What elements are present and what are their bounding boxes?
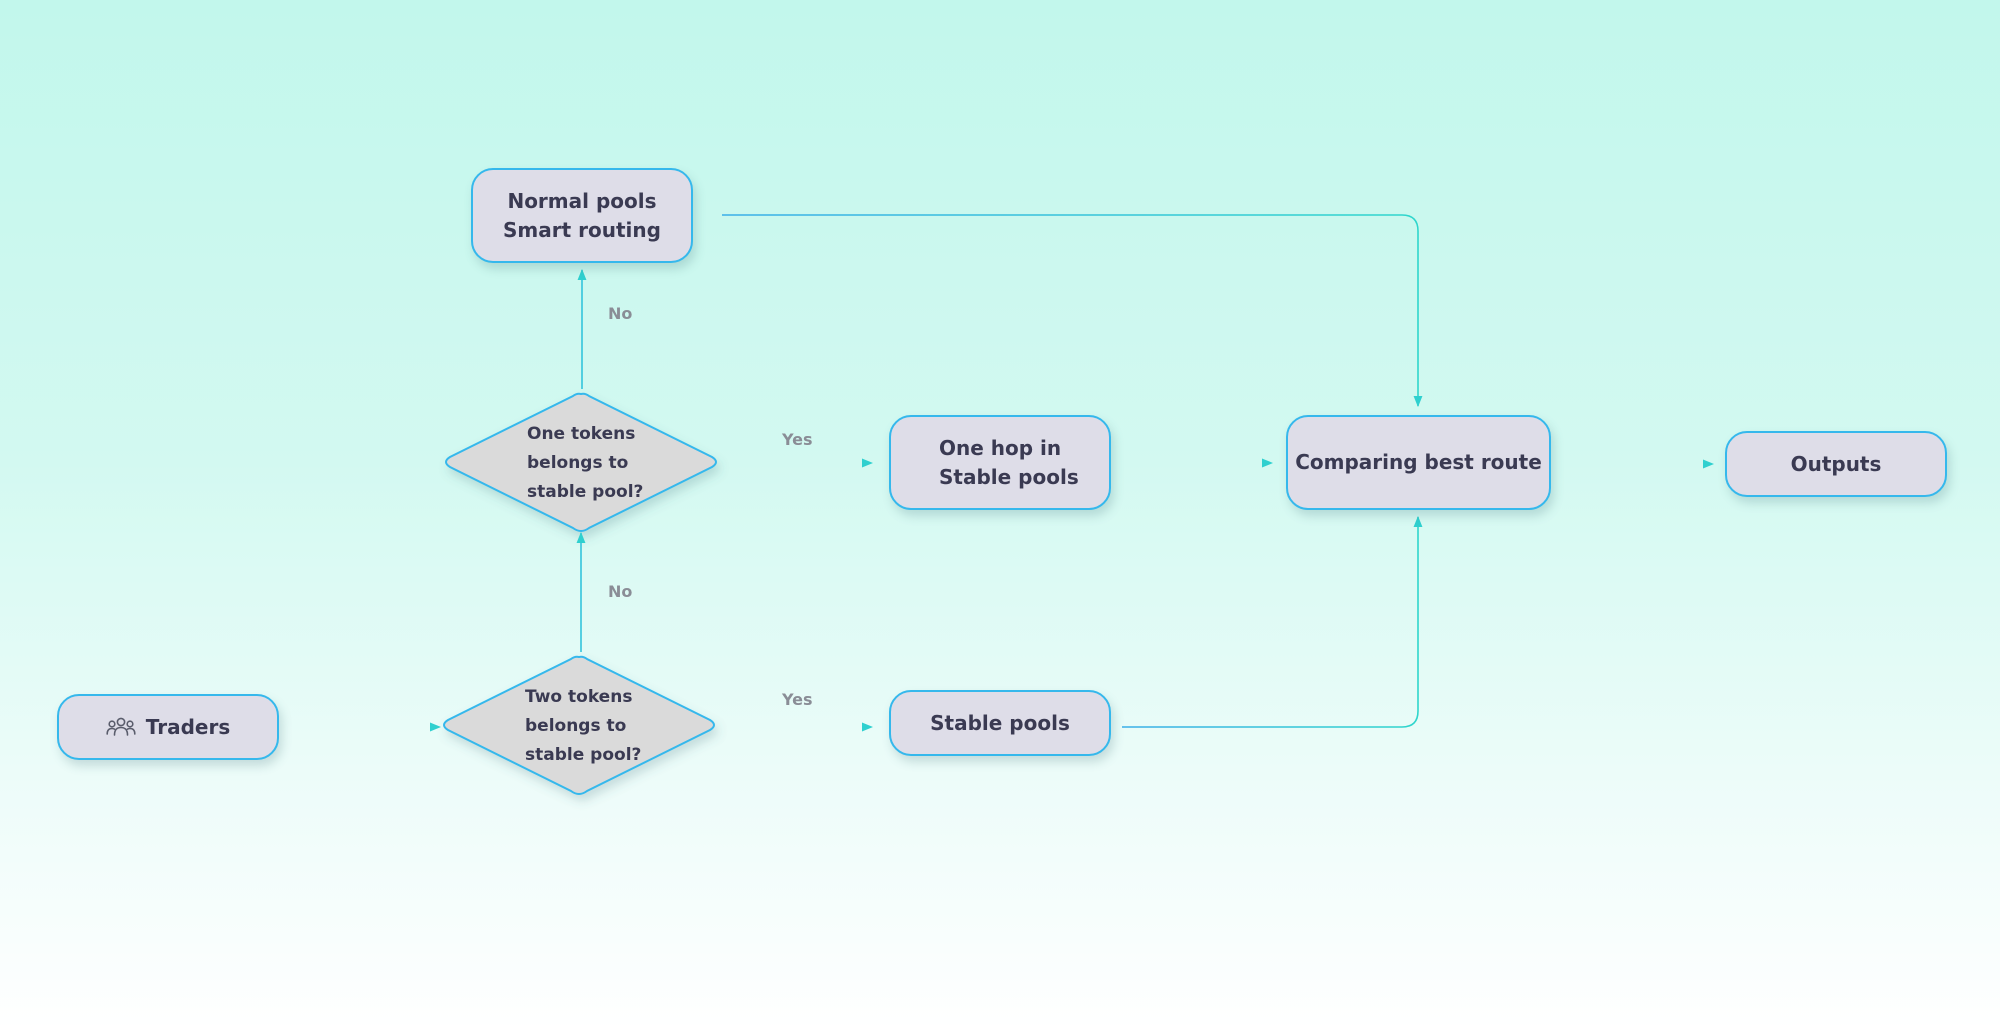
traders-node[interactable]: Traders <box>57 694 279 760</box>
traders-label: Traders <box>145 714 231 739</box>
one-token-line-1: One tokens <box>527 424 636 444</box>
one-token-line-3: stable pool? <box>527 482 644 502</box>
edge-normal-pools-to-comparing <box>722 214 1423 408</box>
outputs-label: Outputs <box>1790 451 1882 476</box>
normal-pools-line-1: Normal pools <box>507 188 657 213</box>
one-hop-line-2: Stable pools <box>939 464 1079 489</box>
one-token-decision-text[interactable]: One tokens belongs to stable pool? <box>527 420 657 507</box>
stable-pools-node[interactable]: Stable pools <box>889 690 1111 756</box>
two-tokens-line-3: stable pool? <box>525 745 642 765</box>
users-icon <box>106 716 136 738</box>
edge-label-yes-upper: Yes <box>782 430 813 449</box>
edge-label-no-lower: No <box>608 582 633 601</box>
one-hop-line-1: One hop in <box>939 435 1062 460</box>
two-tokens-line-2: belongs to <box>525 716 627 736</box>
outputs-node[interactable]: Outputs <box>1725 431 1947 497</box>
two-tokens-decision-text[interactable]: Two tokens belongs to stable pool? <box>525 683 655 770</box>
one-token-line-2: belongs to <box>527 453 629 473</box>
comparing-best-route-node[interactable]: Comparing best route <box>1286 415 1551 510</box>
two-tokens-line-1: Two tokens <box>525 687 633 707</box>
comparing-label: Comparing best route <box>1295 450 1542 474</box>
normal-pools-line-2: Smart routing <box>503 217 661 242</box>
one-token-decision-shape <box>445 392 717 533</box>
edge-label-yes-lower: Yes <box>782 690 813 709</box>
normal-pools-node[interactable]: Normal pools Smart routing <box>471 168 693 263</box>
two-tokens-decision-shape <box>443 655 715 796</box>
edge-stable-pools-to-comparing <box>1122 515 1423 728</box>
one-hop-node[interactable]: One hop in Stable pools <box>889 415 1111 510</box>
stable-pools-label: Stable pools <box>930 710 1070 735</box>
edge-label-no-upper: No <box>608 304 633 323</box>
